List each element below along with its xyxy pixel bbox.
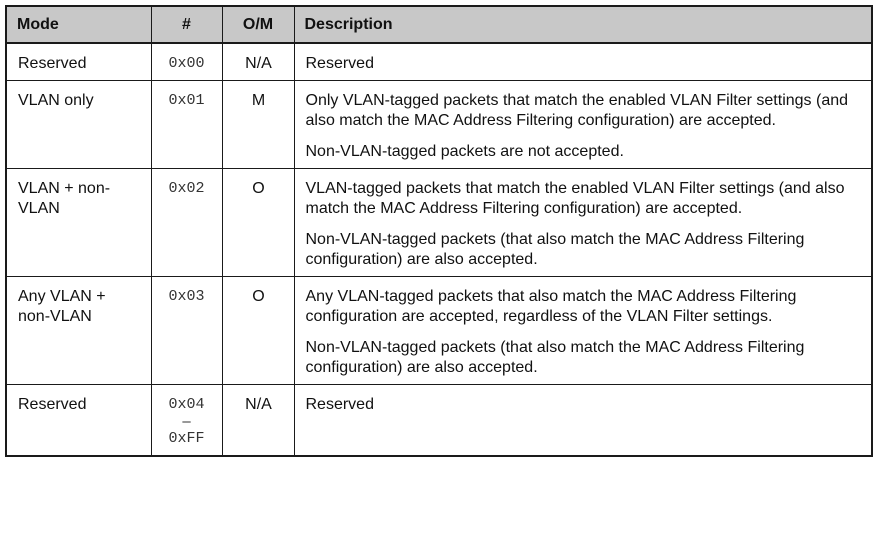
cell-description: Any VLAN-tagged packets that also match … xyxy=(293,276,873,385)
range-end: 0xFF xyxy=(168,430,205,447)
header-mode: Mode xyxy=(5,5,152,44)
cell-number: 0x00 xyxy=(150,42,223,81)
cell-mode: VLAN only xyxy=(5,80,152,169)
table-row: Any VLAN + non-VLAN 0x03 O Any VLAN-tagg… xyxy=(5,276,873,385)
header-om: O/M xyxy=(221,5,295,44)
cell-number: 0x01 xyxy=(150,80,223,169)
header-number: # xyxy=(150,5,223,44)
description-paragraph: Reserved xyxy=(305,396,374,413)
cell-description: Reserved xyxy=(293,42,873,81)
description-paragraph: Any VLAN-tagged packets that also match … xyxy=(305,288,797,325)
cell-mode: Reserved xyxy=(5,384,152,457)
table-row: VLAN only 0x01 M Only VLAN-tagged packet… xyxy=(5,80,873,169)
range-start: 0x04 xyxy=(168,396,205,413)
cell-om: M xyxy=(221,80,295,169)
vlan-mode-table-container: Mode # O/M Description Reserved 0x00 N/A… xyxy=(5,5,873,457)
header-description: Description xyxy=(293,5,873,44)
description-paragraph: Non-VLAN-tagged packets (that also match… xyxy=(305,231,805,268)
cell-mode: VLAN + non-VLAN xyxy=(5,168,152,277)
description-paragraph: Non-VLAN-tagged packets (that also match… xyxy=(305,339,805,376)
description-paragraph: Non-VLAN-tagged packets are not accepted… xyxy=(305,143,624,160)
cell-om: O xyxy=(221,168,295,277)
description-paragraph: Reserved xyxy=(305,55,374,72)
table-row: Reserved 0x00 N/A Reserved xyxy=(5,42,873,81)
cell-mode: Any VLAN + non-VLAN xyxy=(5,276,152,385)
cell-mode: Reserved xyxy=(5,42,152,81)
cell-om: O xyxy=(221,276,295,385)
cell-description: Only VLAN-tagged packets that match the … xyxy=(293,80,873,169)
cell-number: 0x02 xyxy=(150,168,223,277)
table-row: Reserved 0x04 – 0xFF N/A Reserved xyxy=(5,384,873,457)
description-paragraph: Only VLAN-tagged packets that match the … xyxy=(305,92,849,129)
cell-om: N/A xyxy=(221,42,295,81)
range-separator: – xyxy=(182,413,191,430)
cell-number: 0x03 xyxy=(150,276,223,385)
cell-description: VLAN-tagged packets that match the enabl… xyxy=(293,168,873,277)
cell-om: N/A xyxy=(221,384,295,457)
cell-description: Reserved xyxy=(293,384,873,457)
table-header-row: Mode # O/M Description xyxy=(5,5,873,44)
vlan-mode-table: Mode # O/M Description Reserved 0x00 N/A… xyxy=(5,5,873,457)
description-paragraph: VLAN-tagged packets that match the enabl… xyxy=(305,180,845,217)
table-row: VLAN + non-VLAN 0x02 O VLAN-tagged packe… xyxy=(5,168,873,277)
cell-number-range: 0x04 – 0xFF xyxy=(150,384,223,457)
